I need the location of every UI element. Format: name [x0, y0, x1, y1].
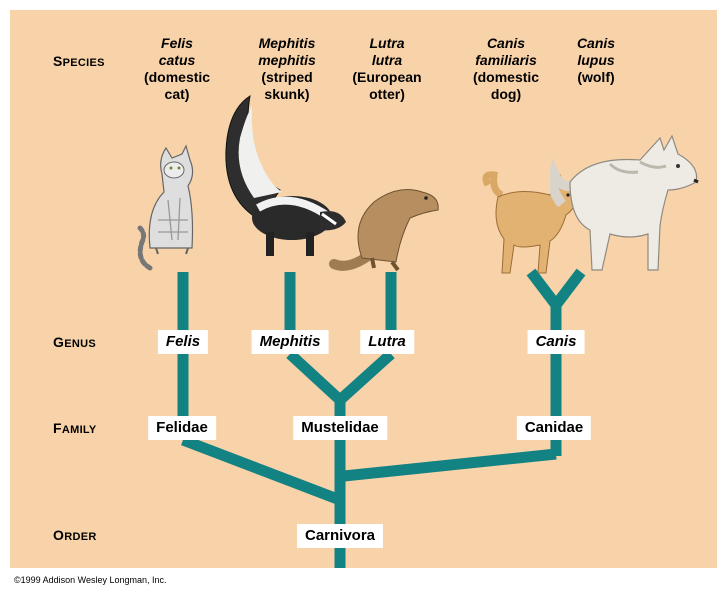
copyright-notice: ©1999 Addison Wesley Longman, Inc. [14, 575, 167, 585]
branch-mephitis-genus [290, 354, 340, 400]
rank-order: ORDER [53, 527, 97, 543]
genus-canis: Canis [528, 330, 585, 354]
family-felidae: Felidae [148, 416, 216, 440]
genus-mephitis: Mephitis [252, 330, 329, 354]
rank-family: FAMILY [53, 420, 97, 436]
genus-felis: Felis [158, 330, 208, 354]
rank-species: SPECIES [53, 53, 105, 69]
otter-icon [328, 178, 443, 273]
branch-felidae [183, 440, 340, 500]
family-mustelidae: Mustelidae [293, 416, 387, 440]
genus-lutra: Lutra [360, 330, 414, 354]
cat-icon [128, 140, 208, 280]
wolf-icon [550, 130, 710, 280]
branch-canidae [344, 454, 556, 476]
order-carnivora: Carnivora [297, 524, 383, 548]
rank-genus: GENUS [53, 334, 96, 350]
family-canidae: Canidae [517, 416, 591, 440]
branch-lutra-genus [340, 354, 391, 400]
